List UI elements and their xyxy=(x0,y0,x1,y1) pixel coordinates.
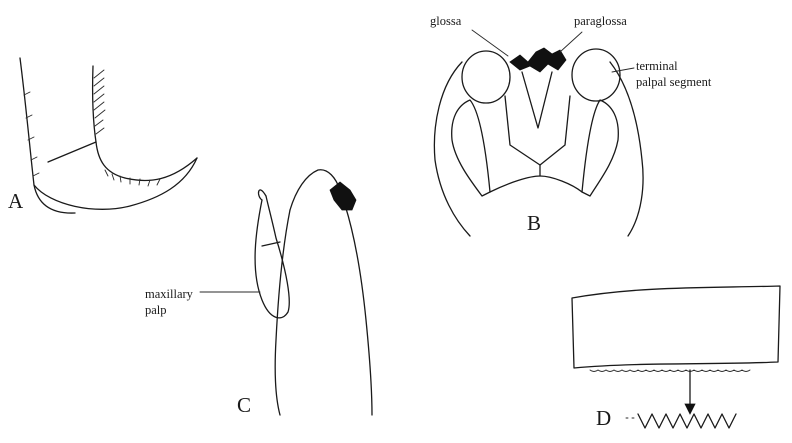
segment-outline xyxy=(572,286,780,368)
labial-palp-left xyxy=(452,100,490,196)
claw-joint-line xyxy=(48,142,96,162)
prementum-body xyxy=(505,96,570,165)
maxillary-palp-outline xyxy=(255,196,289,318)
maxillary-palp-upper xyxy=(259,190,266,200)
maxillary-palp-label-line2: palp xyxy=(145,303,167,317)
paraglossa-label: paraglossa xyxy=(574,14,627,28)
terminal-palpal-segment-label-line2: palpal segment xyxy=(636,75,712,89)
panel-a-label: A xyxy=(8,189,24,213)
glossa-dark-tips xyxy=(510,48,566,72)
claw-hook-inner xyxy=(125,158,197,181)
maxilla-dark-tip xyxy=(330,182,356,210)
claw-outer-leg-line xyxy=(20,58,75,213)
panel-c-maxilla-drawing: maxillary palp C xyxy=(145,170,372,417)
segment-arrow-head xyxy=(685,404,695,414)
panel-c-label: C xyxy=(237,393,251,417)
panel-d-label: D xyxy=(596,406,611,430)
paraglossa-leader-line xyxy=(560,32,582,52)
maxillary-palp-label-line1: maxillary xyxy=(145,287,194,301)
panel-d-segment-drawing: D xyxy=(572,286,780,430)
glossa-inner-v xyxy=(522,72,552,128)
panel-b-labium-drawing: B xyxy=(434,48,643,236)
terminal-palpal-segment-label-line1: terminal xyxy=(636,59,678,73)
panel-b-label: B xyxy=(527,211,541,235)
terminal-palpal-segment-left xyxy=(462,51,510,103)
panel-b-annotations: glossa paraglossa terminal palpal segmen… xyxy=(430,14,712,89)
maxilla-stipes-right xyxy=(345,205,372,415)
mentum-base xyxy=(490,176,582,192)
glossa-label: glossa xyxy=(430,14,462,28)
segment-detail-zigzag xyxy=(638,414,736,428)
segment-fringe xyxy=(590,370,750,372)
panel-a-claw-drawing: A xyxy=(8,58,197,213)
labial-palp-right xyxy=(582,100,618,196)
claw-hook-outer xyxy=(34,158,197,209)
terminal-palpal-segment-right xyxy=(572,49,620,101)
